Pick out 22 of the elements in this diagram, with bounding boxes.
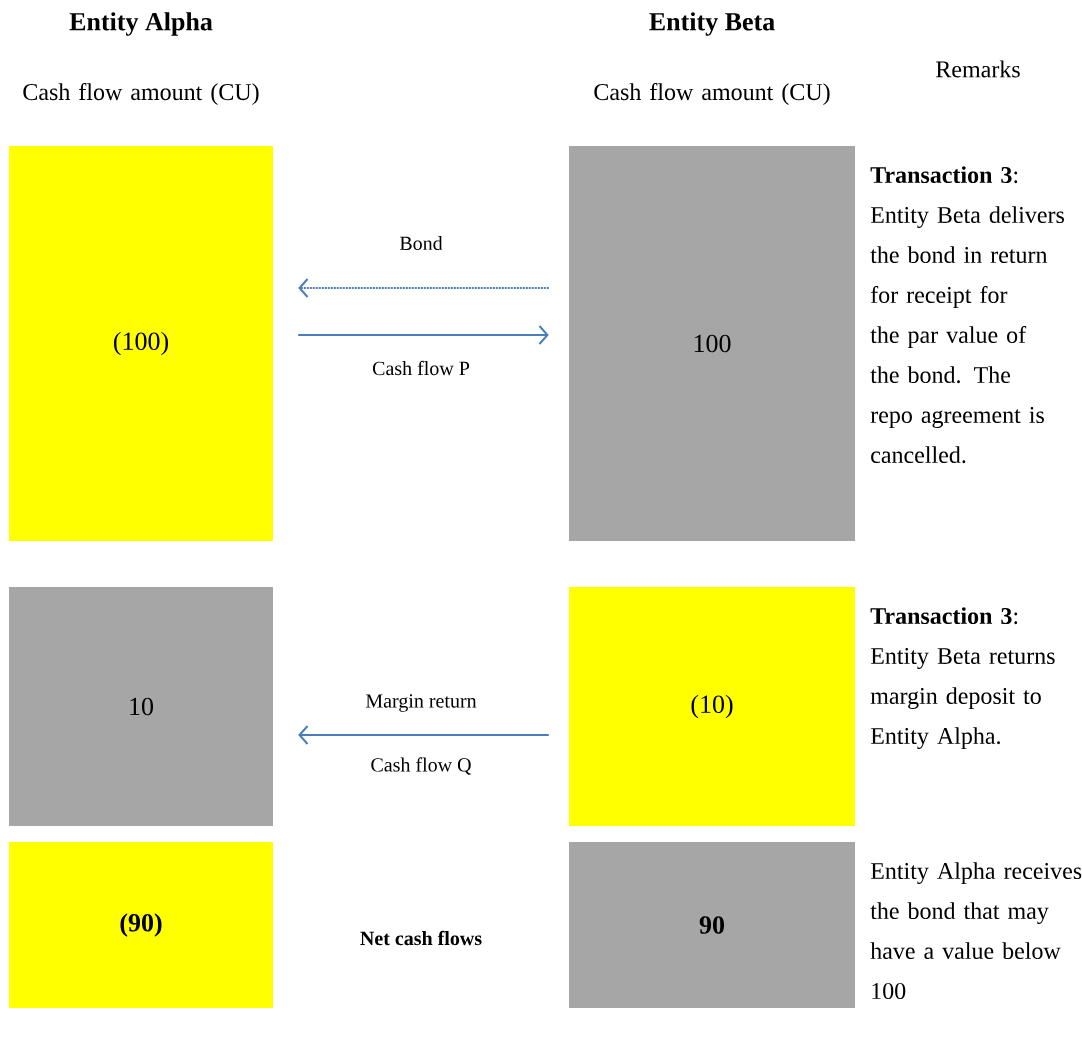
column-heading: Cash flow amount (CU) bbox=[23, 83, 259, 105]
edge-label: Margin return bbox=[364, 693, 478, 713]
entity-heading: Entity Alpha bbox=[69, 12, 213, 36]
arrow bbox=[298, 725, 550, 745]
flow-label: Net cash flows bbox=[360, 930, 482, 946]
column-heading: Cash flow amount (CU) bbox=[594, 83, 830, 105]
cash-flow-box: (90) bbox=[9, 842, 273, 1008]
edge-label: Cash flow P bbox=[371, 359, 471, 377]
arrow bbox=[298, 278, 550, 298]
remark-text: Transaction 3: Entity Beta returns margin deposit to Entity Alpha. bbox=[870, 607, 1055, 750]
arrow bbox=[297, 325, 549, 345]
edge-label: Bond bbox=[398, 234, 444, 252]
cash-flow-box: 100 bbox=[569, 146, 855, 541]
entity-heading: Entity Beta bbox=[649, 12, 775, 36]
remark-text: Entity Alpha receives the bond that may have a value below 100 bbox=[870, 862, 1082, 1000]
cash-flow-box: (100) bbox=[9, 146, 273, 541]
cash-flow-box: (10) bbox=[569, 587, 855, 826]
cash-flow-box: 10 bbox=[9, 587, 273, 826]
flow-label: Cash flow Q bbox=[371, 757, 472, 775]
cash-flow-box: 90 bbox=[569, 842, 855, 1008]
remark-text: Transaction 3: Entity Beta delivers the bond in return for receipt for the par value of the bond. The repo agreement is cancelled. bbox=[870, 166, 1064, 464]
column-heading: Remarks bbox=[936, 60, 1020, 78]
